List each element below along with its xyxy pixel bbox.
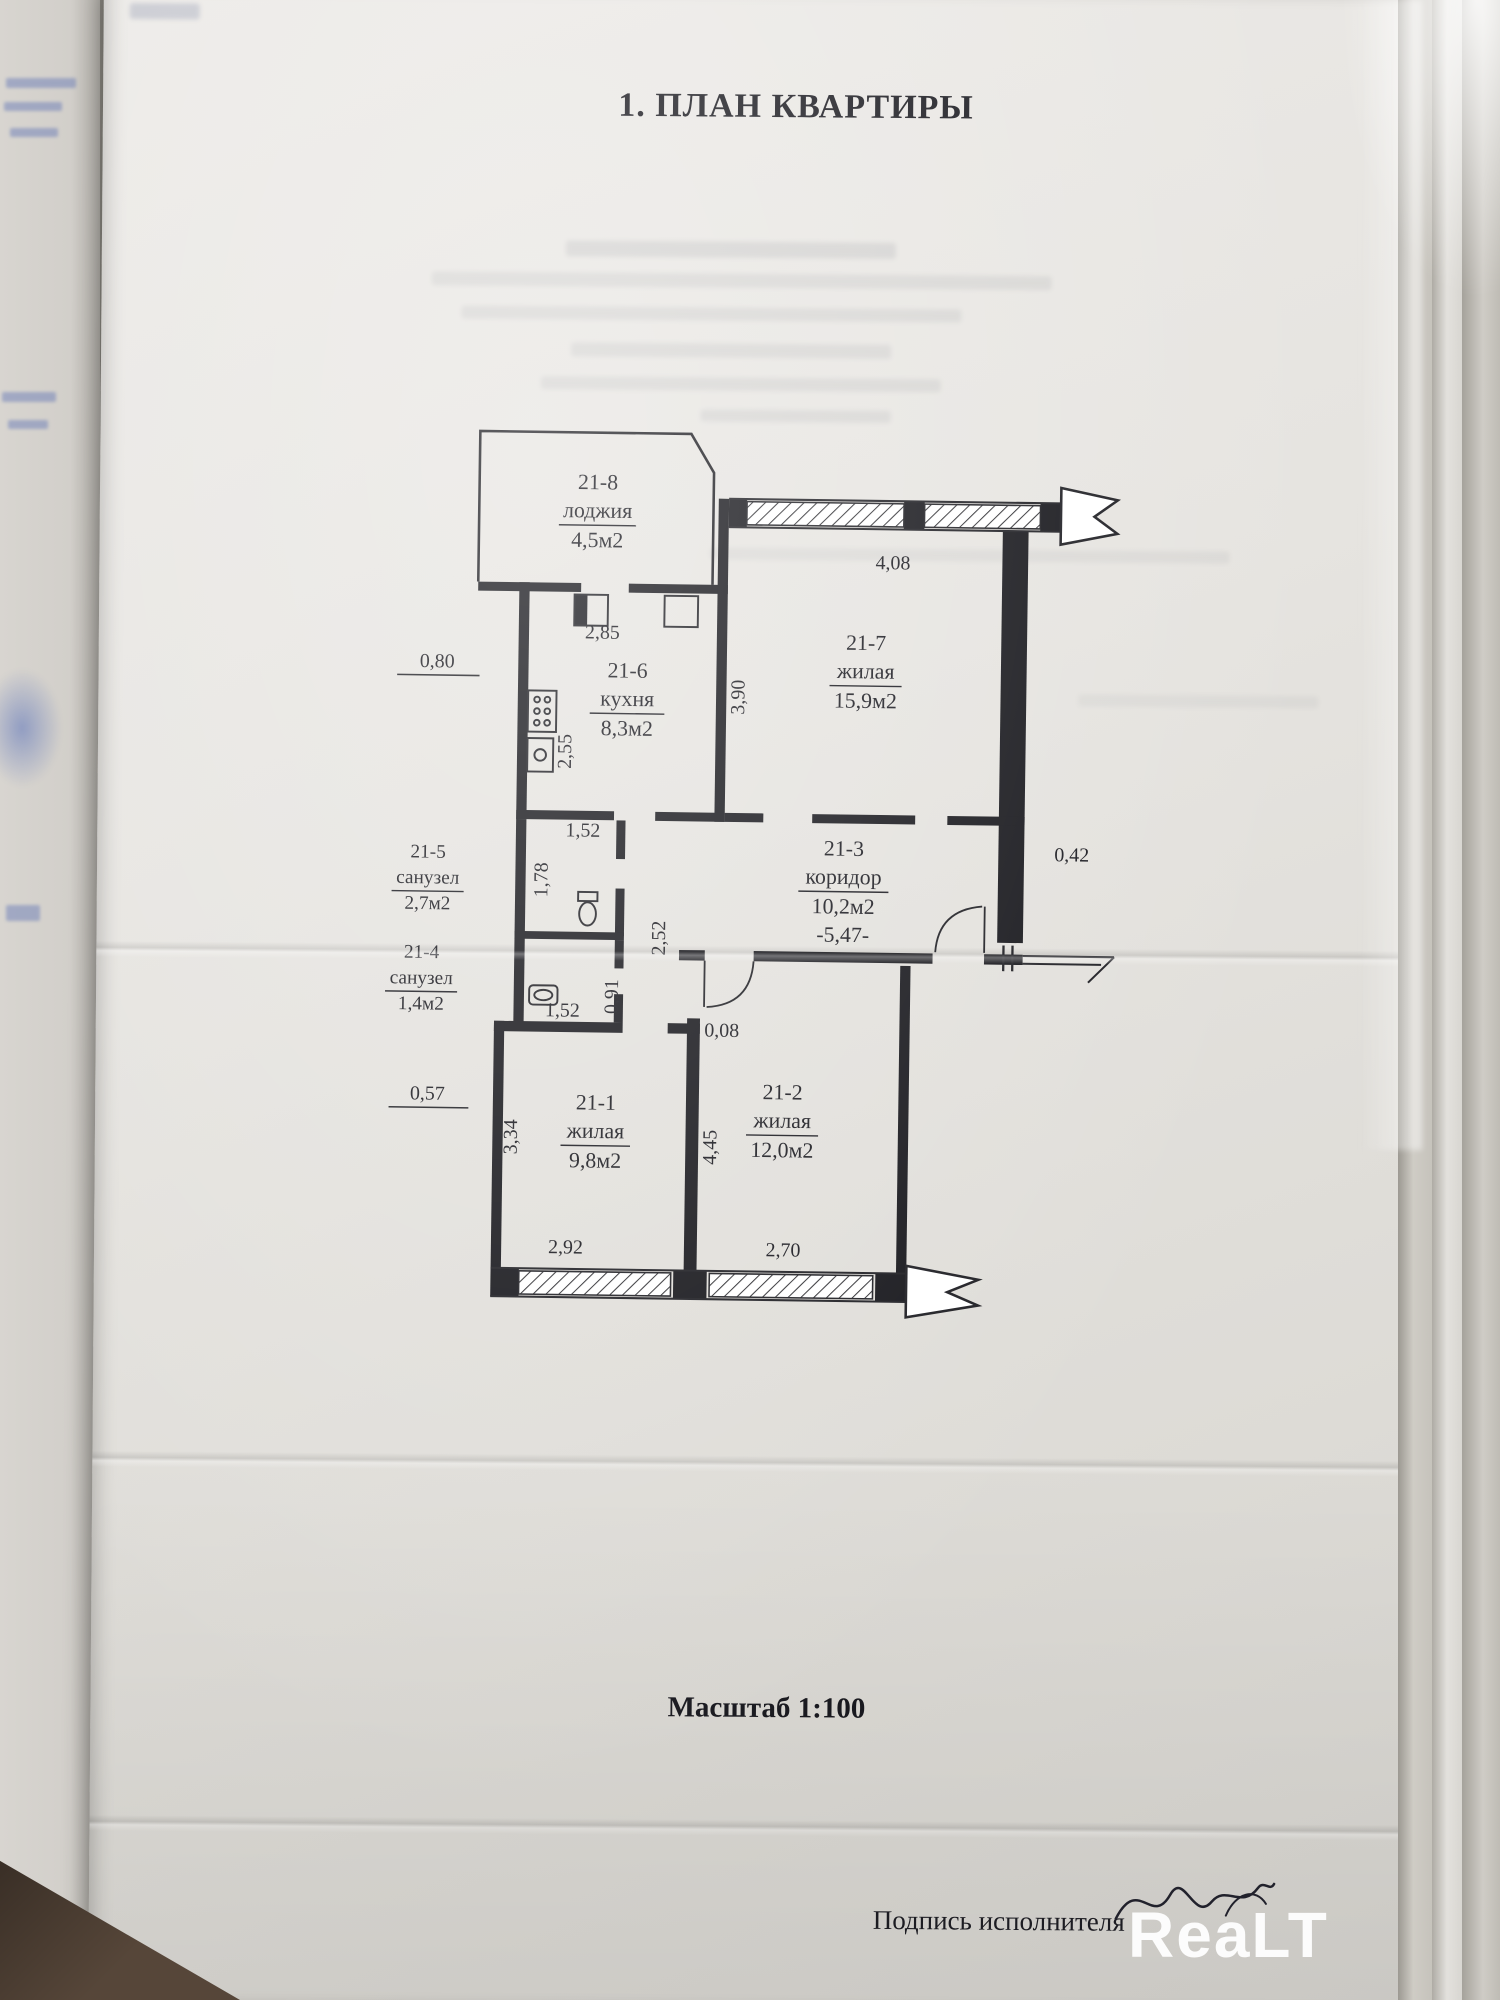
floor-plan: 21-8 лоджия 4,5м2 21-7 жилая 15,9м2 21-6… bbox=[355, 411, 1166, 1323]
dim-wc4-width: 1,52 bbox=[545, 999, 580, 1021]
room-21-2-area: 12,0м2 bbox=[750, 1138, 813, 1163]
sink-icon bbox=[526, 737, 555, 773]
dim-room7-depth: 3,90 bbox=[727, 680, 749, 715]
realt-watermark: ReaLT bbox=[1128, 1899, 1329, 1971]
dim-left-offset-bottom: 0,57 bbox=[410, 1082, 445, 1104]
toilet-icon bbox=[577, 890, 599, 927]
label-underlines bbox=[385, 524, 902, 1147]
dim-wall-gap: 0,08 bbox=[704, 1020, 739, 1042]
room-21-5-id: 21-5 bbox=[410, 841, 446, 862]
dim-wc5-depth: 1,78 bbox=[530, 862, 552, 897]
room-21-3-area: 10,2м2 bbox=[811, 894, 874, 919]
bleed-through-line bbox=[2, 392, 56, 402]
dim-balcony-width: 2,85 bbox=[585, 621, 620, 643]
bleed-through-line bbox=[8, 420, 48, 429]
floor-plan-svg: 21-8 лоджия 4,5м2 21-7 жилая 15,9м2 21-6… bbox=[385, 429, 1122, 1319]
room-21-7-area: 15,9м2 bbox=[834, 689, 897, 714]
room-21-6-name: кухня bbox=[600, 687, 654, 712]
page-title: 1. ПЛАН КВАРТИРЫ bbox=[618, 86, 974, 127]
room-21-8-id: 21-8 bbox=[578, 470, 618, 495]
bleed-through-line bbox=[461, 305, 962, 323]
stove-icon bbox=[526, 689, 558, 733]
bleed-through-line bbox=[6, 905, 40, 921]
room-21-1-area: 9,8м2 bbox=[569, 1148, 621, 1173]
walls-group bbox=[478, 498, 1062, 1302]
dim-room1-depth: 3,34 bbox=[500, 1119, 522, 1154]
dim-kitchen-side: 2,55 bbox=[554, 734, 576, 769]
room-21-7-id: 21-7 bbox=[846, 631, 886, 656]
blue-stamp bbox=[0, 668, 62, 788]
bleed-through-line bbox=[565, 240, 896, 259]
dim-left-offset-top: 0,80 bbox=[420, 650, 455, 672]
page-stack-edge bbox=[1432, 0, 1462, 2000]
room-21-2-id: 21-2 bbox=[762, 1080, 802, 1105]
left-page-edge bbox=[0, 0, 100, 2000]
bleed-through-line bbox=[10, 128, 58, 137]
room-21-1-id: 21-1 bbox=[576, 1090, 616, 1115]
document-page: 1. ПЛАН КВАРТИРЫ bbox=[88, 0, 1456, 2000]
bleed-through-line bbox=[6, 78, 76, 88]
bleed-through-line bbox=[571, 342, 892, 359]
bleed-through-line bbox=[431, 271, 1052, 291]
paper-crease bbox=[89, 1814, 1442, 1842]
dim-wc4-side: 0,91 bbox=[601, 979, 623, 1014]
room-21-1-name: жилая bbox=[566, 1119, 625, 1144]
room-21-3-length: -5,47- bbox=[816, 923, 869, 948]
bleed-through-line bbox=[129, 2, 200, 20]
room-21-5-name: санузел bbox=[396, 867, 460, 889]
dim-room2-width: 2,70 bbox=[765, 1239, 800, 1261]
room-21-4-id: 21-4 bbox=[404, 942, 440, 963]
room-21-8-name: лоджия bbox=[563, 498, 633, 523]
room-21-6-id: 21-6 bbox=[607, 658, 647, 683]
room-21-5-area: 2,7м2 bbox=[404, 893, 450, 915]
room-21-8-area: 4,5м2 bbox=[571, 528, 623, 553]
room-21-2-name: жилая bbox=[752, 1108, 811, 1133]
dim-top-width: 4,08 bbox=[875, 552, 910, 574]
handwritten-signature bbox=[1114, 1882, 1276, 1920]
bleed-through-line bbox=[540, 376, 941, 393]
scale-label: Масштаб 1:100 bbox=[667, 1691, 866, 1725]
paper-crease bbox=[92, 1450, 1445, 1478]
room-21-6-area: 8,3м2 bbox=[601, 716, 653, 741]
room-21-3-name: коридор bbox=[805, 864, 881, 889]
page-stack-edge bbox=[1398, 0, 1432, 2000]
dim-kitchen-width: 1,52 bbox=[565, 819, 600, 841]
room-21-4-area: 1,4м2 bbox=[398, 993, 444, 1015]
dim-hall-side: 2,52 bbox=[648, 920, 670, 955]
dim-right-offset: 0,42 bbox=[1054, 844, 1089, 866]
signature-label: Подпись исполнителя bbox=[872, 1904, 1125, 1937]
dim-room1-width: 2,92 bbox=[548, 1236, 583, 1258]
room-21-3-id: 21-3 bbox=[824, 836, 864, 861]
room-21-4-name: санузел bbox=[390, 967, 454, 989]
room-21-7-name: жилая bbox=[836, 659, 895, 684]
page-stack-edge bbox=[1462, 0, 1500, 2000]
dim-room2-depth: 4,45 bbox=[699, 1130, 721, 1165]
thin-lines-group bbox=[388, 429, 1122, 1319]
bathtub-icon bbox=[528, 984, 559, 1006]
bleed-through-line bbox=[4, 102, 62, 111]
